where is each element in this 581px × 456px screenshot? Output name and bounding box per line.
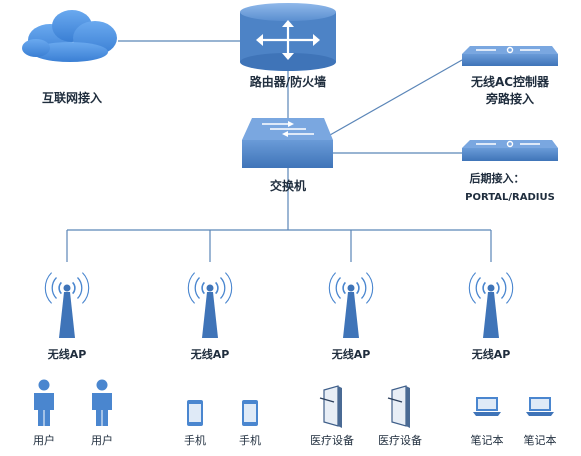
ap-label: 无线AP <box>331 347 371 361</box>
medical-device-icon <box>387 385 410 428</box>
internet-label: 互联网接入 <box>42 90 102 105</box>
portal-label-1: 后期接入： <box>470 171 525 185</box>
router-label: 路由器/防火墙 <box>250 74 326 89</box>
ap-label: 无线AP <box>190 347 230 361</box>
medical-device-icon <box>319 385 342 428</box>
client-label: 手机 <box>239 433 261 447</box>
ap-label: 无线AP <box>471 347 511 361</box>
access-points: 无线AP 无线AP 无线AP 无线AP <box>44 272 514 361</box>
laptop-icon <box>473 397 501 416</box>
client-label: 医疗设备 <box>310 433 354 447</box>
client-label: 用户 <box>91 433 113 447</box>
client-label: 医疗设备 <box>378 433 422 447</box>
cloud-icon <box>22 10 117 62</box>
client-label: 笔记本 <box>524 433 557 447</box>
ac-controller-label-1: 无线AC控制器 <box>470 74 550 89</box>
user-icon <box>92 379 112 426</box>
phone-icon <box>242 400 258 426</box>
router-icon <box>240 3 336 71</box>
client-label: 手机 <box>184 433 206 447</box>
ac-controller-label-2: 旁路接入 <box>485 91 534 106</box>
client-label: 笔记本 <box>471 433 504 447</box>
portal-label-2: PORTAL/RADIUS <box>465 192 555 203</box>
wireless-ap-icon <box>44 272 90 338</box>
connection-lines <box>66 40 492 262</box>
client-label: 用户 <box>33 433 55 447</box>
phone-icon <box>187 400 203 426</box>
switch-label: 交换机 <box>270 178 306 193</box>
controller-icon <box>462 46 558 66</box>
wireless-ap-icon <box>187 272 233 338</box>
server-icon <box>462 140 558 161</box>
wireless-ap-icon <box>328 272 374 338</box>
switch-icon <box>242 118 333 168</box>
wireless-ap-icon <box>468 272 514 338</box>
ap-label: 无线AP <box>47 347 87 361</box>
user-icon <box>34 379 54 426</box>
laptop-icon <box>526 397 554 416</box>
link-switch-ac-controller <box>329 59 463 136</box>
client-devices: 用户 用户 手机 手机 医疗设备 医疗设备 笔记本 笔记本 <box>33 379 557 447</box>
